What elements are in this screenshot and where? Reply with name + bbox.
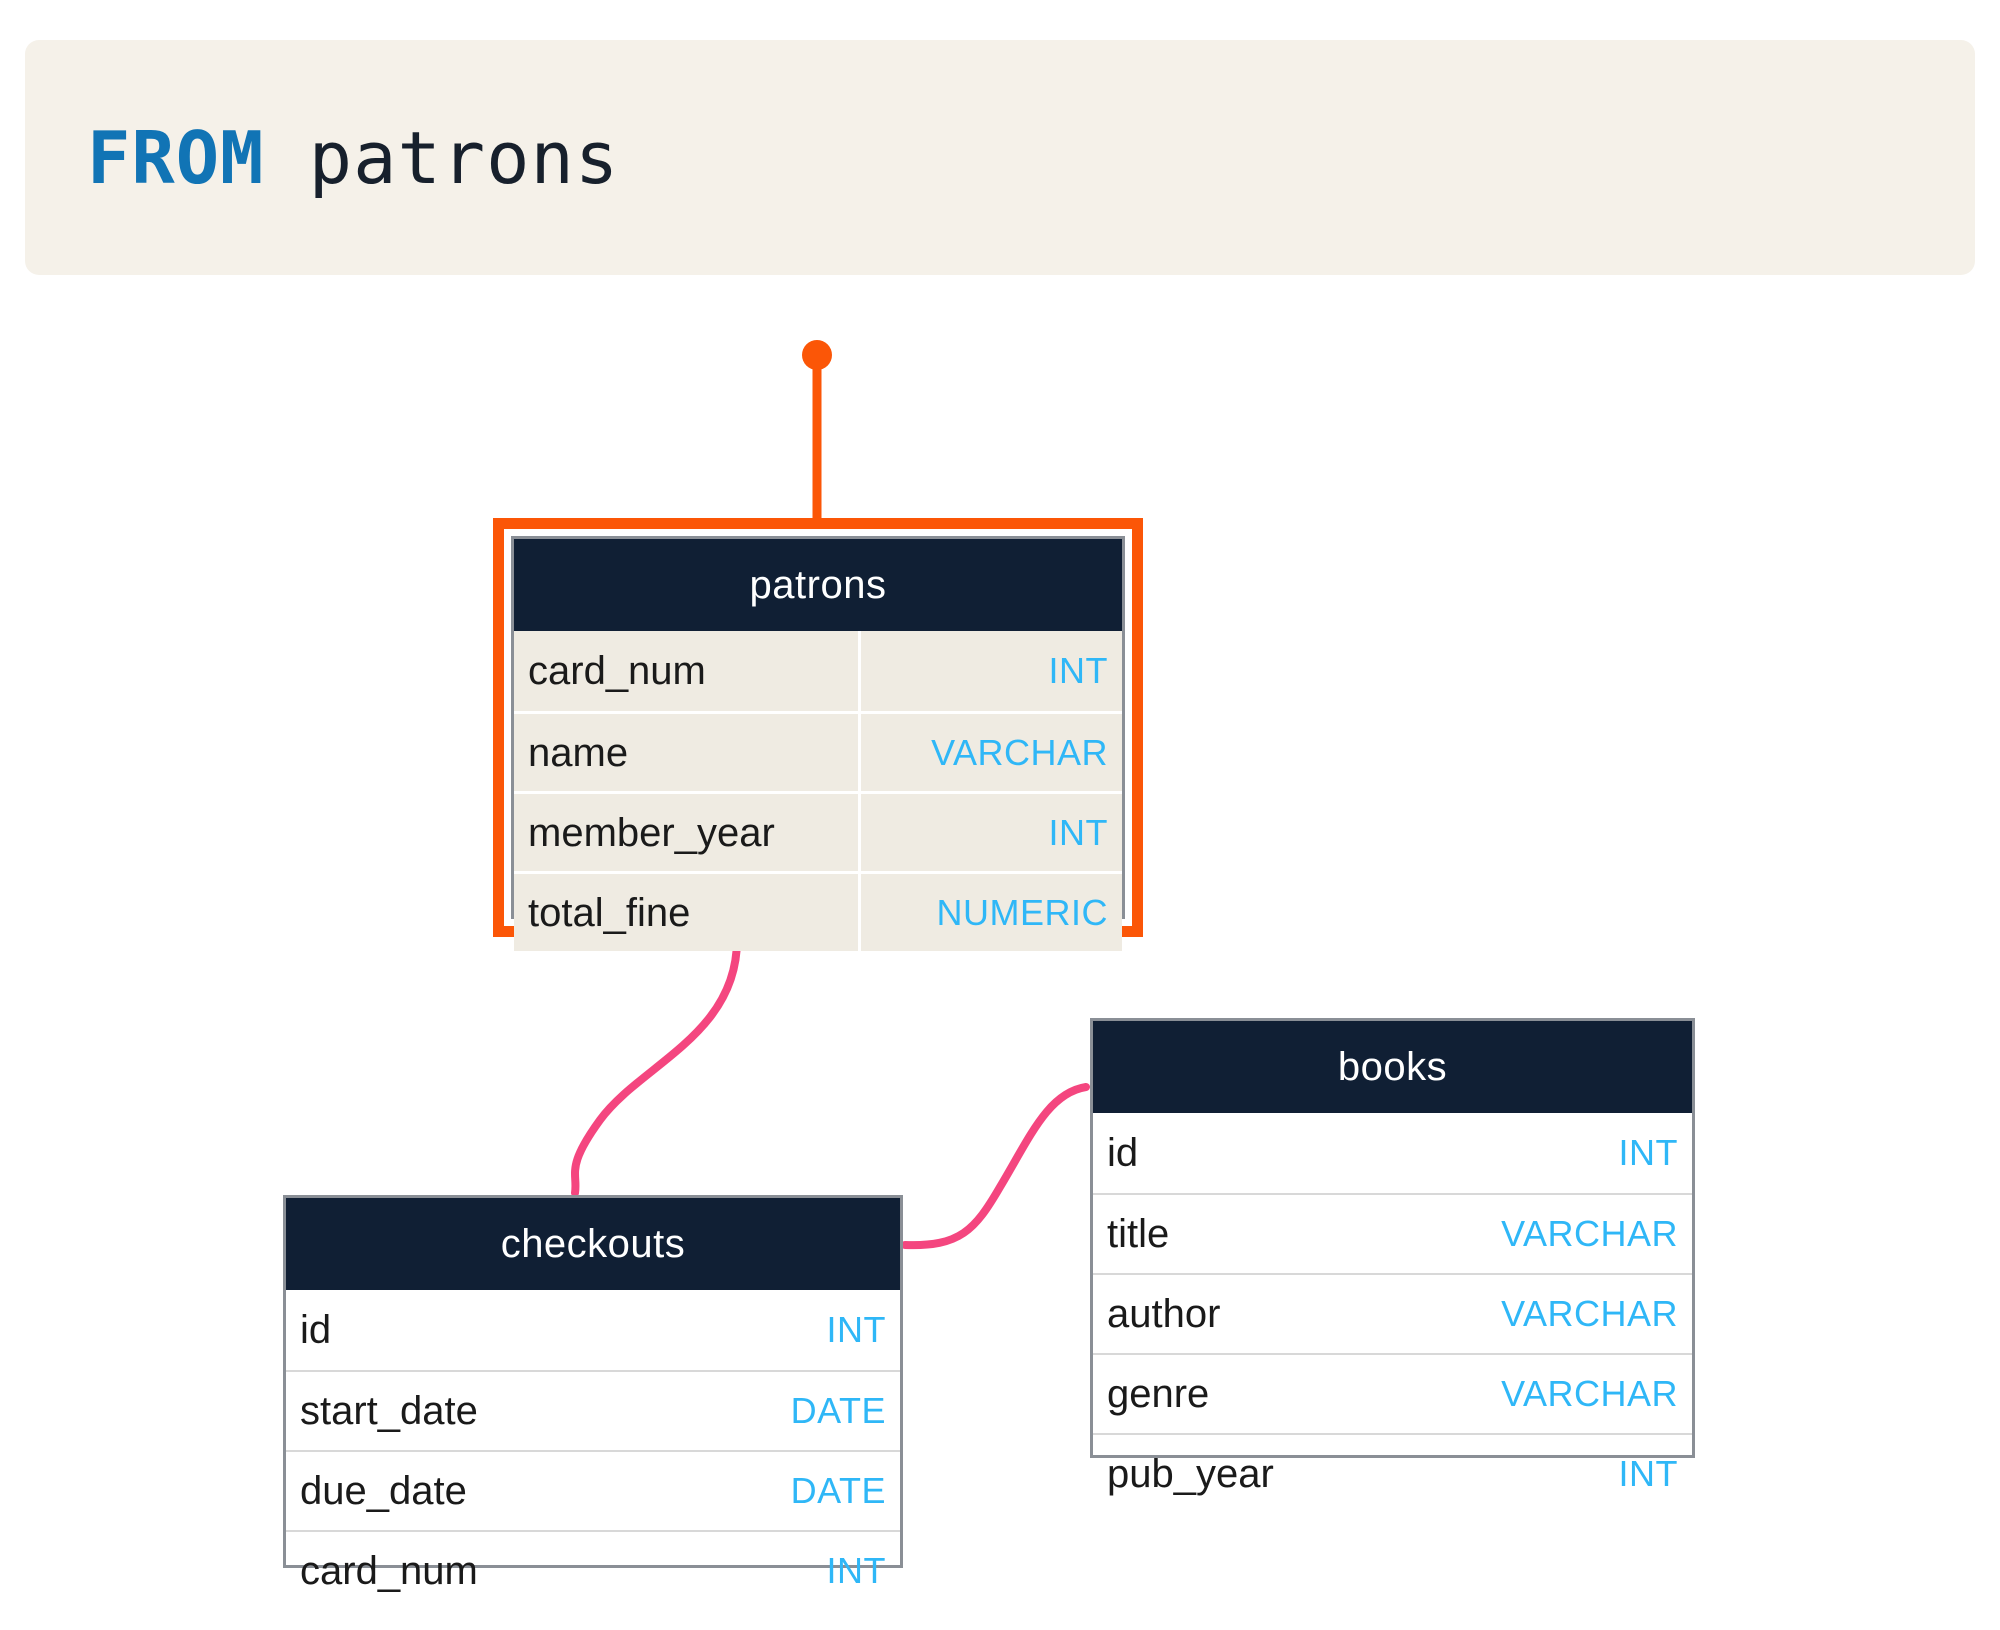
field-type: INT bbox=[1618, 1132, 1678, 1173]
field-type: INT bbox=[826, 1309, 886, 1350]
field-name: total_fine bbox=[528, 890, 691, 935]
sql-query-line: FROM patrons bbox=[25, 122, 619, 194]
field-name: id bbox=[300, 1308, 332, 1352]
field-type-cell: VARCHAR bbox=[861, 714, 1122, 791]
pointer-dot-icon bbox=[802, 340, 832, 370]
entity-fields-books: id INT title VARCHAR author VARCHAR genr… bbox=[1093, 1113, 1692, 1513]
sql-table-identifier: patrons bbox=[308, 115, 620, 200]
field-name: card_num bbox=[300, 1549, 478, 1593]
entity-patrons-highlight-frame[interactable]: patrons card_num INT name VARCHAR member… bbox=[493, 518, 1143, 951]
table-row[interactable]: member_year INT bbox=[514, 791, 1122, 871]
field-type: INT bbox=[1048, 811, 1108, 853]
field-name: name bbox=[528, 730, 629, 775]
field-name: due_date bbox=[300, 1469, 467, 1513]
table-row[interactable]: genre VARCHAR bbox=[1093, 1353, 1692, 1433]
field-name-cell: card_num bbox=[514, 631, 861, 711]
entity-fields-patrons: card_num INT name VARCHAR member_year IN… bbox=[514, 631, 1122, 951]
field-type-cell: INT bbox=[861, 631, 1122, 711]
table-row[interactable]: author VARCHAR bbox=[1093, 1273, 1692, 1353]
entity-table-books[interactable]: books id INT title VARCHAR author VARCHA… bbox=[1090, 1018, 1695, 1494]
field-name: start_date bbox=[300, 1389, 478, 1433]
table-row[interactable]: title VARCHAR bbox=[1093, 1193, 1692, 1273]
field-type-cell: NUMERIC bbox=[861, 874, 1122, 951]
table-row[interactable]: total_fine NUMERIC bbox=[514, 871, 1122, 951]
table-row[interactable]: start_date DATE bbox=[286, 1370, 900, 1450]
field-type: NUMERIC bbox=[936, 891, 1108, 933]
table-row[interactable]: card_num INT bbox=[286, 1530, 900, 1610]
field-type: DATE bbox=[790, 1470, 886, 1511]
field-name: title bbox=[1107, 1212, 1170, 1256]
field-type: INT bbox=[1048, 650, 1108, 691]
field-name: id bbox=[1107, 1131, 1139, 1175]
field-name-cell: total_fine bbox=[514, 874, 861, 951]
connector-pointer-to-patrons bbox=[802, 340, 832, 525]
entity-table-patrons[interactable]: patrons card_num INT name VARCHAR member… bbox=[511, 536, 1125, 951]
entity-title-checkouts: checkouts bbox=[286, 1198, 900, 1290]
er-diagram-canvas: patrons card_num INT name VARCHAR member… bbox=[0, 275, 2000, 1630]
field-name: pub_year bbox=[1107, 1452, 1274, 1496]
field-type-cell: INT bbox=[861, 794, 1122, 871]
table-row[interactable]: pub_year INT bbox=[1093, 1433, 1692, 1513]
table-row[interactable]: due_date DATE bbox=[286, 1450, 900, 1530]
field-name-cell: name bbox=[514, 714, 861, 791]
sql-space bbox=[264, 116, 308, 200]
field-type: VARCHAR bbox=[1501, 1373, 1678, 1414]
field-type: INT bbox=[826, 1550, 886, 1591]
sql-query-banner: FROM patrons bbox=[25, 40, 1975, 275]
field-type: VARCHAR bbox=[1501, 1213, 1678, 1254]
entity-table-checkouts[interactable]: checkouts id INT start_date DATE due_dat… bbox=[283, 1195, 903, 1591]
connector-patrons-checkouts bbox=[571, 936, 741, 1197]
field-type: DATE bbox=[790, 1390, 886, 1431]
field-type: INT bbox=[1618, 1453, 1678, 1494]
field-name: member_year bbox=[528, 810, 775, 855]
field-name: card_num bbox=[528, 649, 706, 693]
field-name: genre bbox=[1107, 1372, 1210, 1416]
table-row[interactable]: id INT bbox=[1093, 1113, 1692, 1193]
entity-title-patrons: patrons bbox=[514, 539, 1122, 631]
field-name-cell: member_year bbox=[514, 794, 861, 871]
entity-fields-checkouts: id INT start_date DATE due_date DATE car… bbox=[286, 1290, 900, 1610]
sql-keyword-from: FROM bbox=[87, 115, 265, 200]
field-name: author bbox=[1107, 1292, 1221, 1336]
entity-title-books: books bbox=[1093, 1021, 1692, 1113]
table-row[interactable]: id INT bbox=[286, 1290, 900, 1370]
table-row[interactable]: name VARCHAR bbox=[514, 711, 1122, 791]
field-type: VARCHAR bbox=[1501, 1293, 1678, 1334]
field-type: VARCHAR bbox=[931, 731, 1108, 773]
table-row[interactable]: card_num INT bbox=[514, 631, 1122, 711]
connector-checkouts-books bbox=[901, 1083, 1090, 1250]
